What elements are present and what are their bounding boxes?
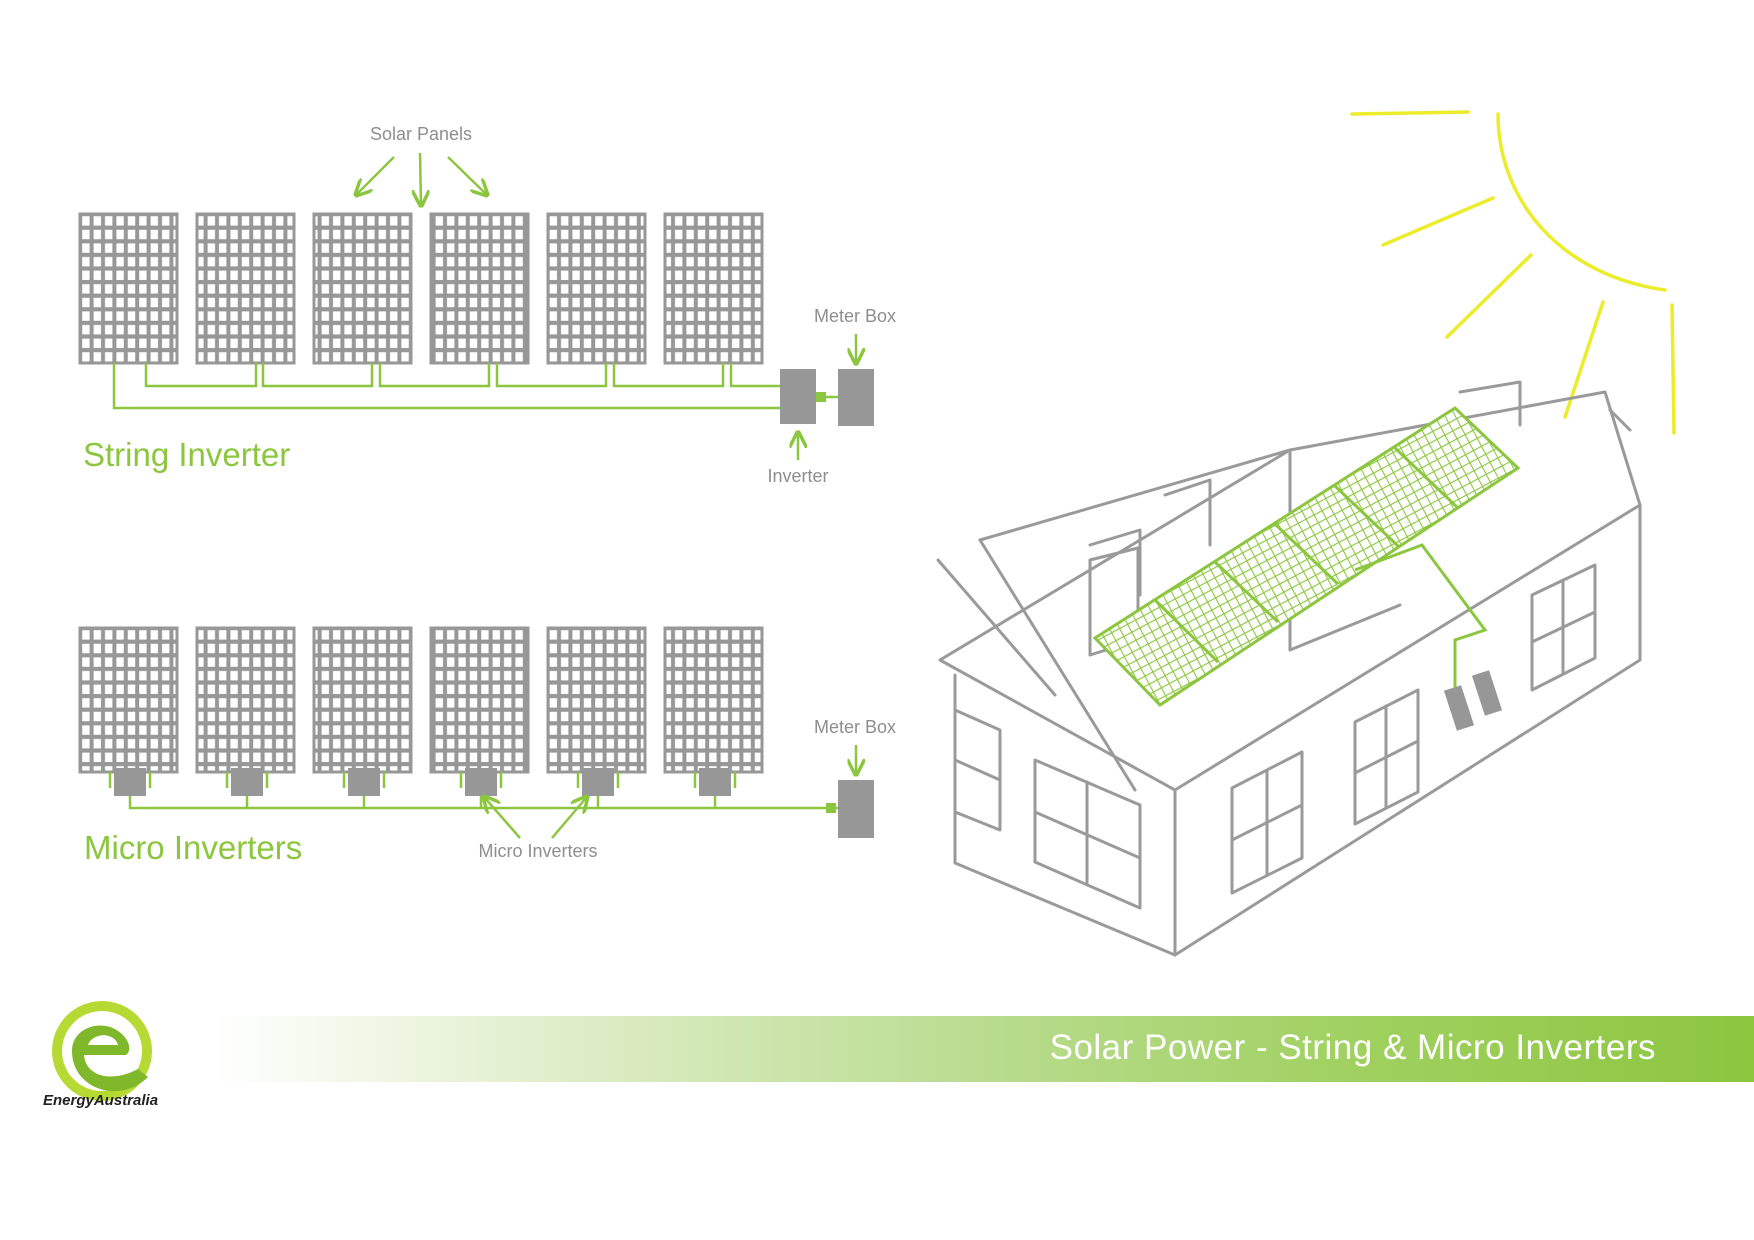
micro-inverters-section: Meter Box Micro Inverters Micro Inverter… — [78, 626, 896, 866]
roof-wiring — [1354, 543, 1488, 690]
meter-box-connector — [826, 803, 836, 813]
house-outline — [938, 390, 1642, 792]
solar-panel — [663, 212, 764, 365]
house-side-wall — [1173, 503, 1642, 957]
micro-inverter — [231, 768, 263, 796]
solar-panel — [429, 212, 530, 365]
inverter-box — [780, 369, 816, 424]
solar-panel — [78, 626, 179, 774]
roof-panel-dividers — [1153, 446, 1460, 664]
solar-panel — [546, 626, 647, 774]
window — [953, 708, 1002, 832]
roof-back-line — [1458, 380, 1522, 427]
micro-inverter-units — [114, 768, 731, 796]
house-front-wall — [953, 673, 1177, 957]
solar-panel — [312, 212, 413, 365]
solar-panels-arrow-left — [357, 156, 395, 194]
micro-inverters-arrow-right — [551, 798, 586, 839]
roof-fold — [1608, 408, 1632, 432]
meter-box — [838, 780, 874, 838]
dormer — [1163, 478, 1212, 547]
solar-panel — [546, 212, 647, 365]
micro-inverter — [582, 768, 614, 796]
micro-inverters-title: Micro Inverters — [84, 829, 302, 866]
sun-arc — [1496, 112, 1667, 292]
inverter-connector — [816, 392, 826, 402]
sun-ray — [1381, 196, 1495, 247]
roof-ridge — [978, 448, 1292, 542]
sun-ray — [1670, 303, 1676, 435]
window — [1033, 758, 1142, 910]
solar-panels-arrow-center — [420, 152, 421, 204]
micro-wiring — [108, 772, 838, 810]
meter-box-label: Meter Box — [814, 306, 896, 326]
micro-inverter — [699, 768, 731, 796]
solar-panel — [312, 626, 413, 774]
roof-panels — [1092, 406, 1521, 707]
micro-inverters-label: Micro Inverters — [478, 841, 597, 861]
energyaustralia-logo — [52, 1001, 152, 1101]
micro-inverters-arrow-left — [485, 798, 521, 839]
window — [1353, 688, 1420, 826]
solar-panels-label: Solar Panels — [370, 124, 472, 144]
roof-solar-array — [1092, 406, 1521, 731]
micro-inverter — [465, 768, 497, 796]
chimney-a — [1088, 528, 1142, 597]
solar-panel — [195, 626, 296, 774]
solar-panel — [429, 626, 530, 774]
micro-panel-row — [78, 626, 764, 774]
solar-panel — [78, 212, 179, 365]
solar-panel — [195, 212, 296, 365]
sun-ray — [1445, 253, 1533, 339]
micro-inverter — [114, 768, 146, 796]
house-meter-box — [1471, 670, 1503, 716]
inverter-label: Inverter — [767, 466, 828, 486]
string-inverter-section: Solar Panels Meter Box Inverter — [78, 124, 896, 486]
meter-box-label: Meter Box — [814, 717, 896, 737]
banner-title: Solar Power - String & Micro Inverters — [1049, 1028, 1656, 1067]
energyaustralia-wordmark: EnergyAustralia — [43, 1092, 159, 1109]
sun-illustration — [1350, 110, 1676, 435]
micro-inverter — [348, 768, 380, 796]
sun-ray — [1350, 110, 1470, 116]
meter-box — [838, 369, 874, 426]
roof-left-edge — [936, 558, 1057, 697]
footer-banner: Solar Power - String & Micro Inverters — [210, 1016, 1754, 1082]
string-wiring — [112, 363, 780, 410]
house-inverter — [1443, 685, 1475, 731]
solar-panel — [663, 626, 764, 774]
string-inverter-title: String Inverter — [83, 436, 290, 473]
window — [1230, 750, 1304, 895]
roof-diagonal — [978, 538, 1137, 792]
solar-panels-arrow-right — [447, 156, 486, 194]
string-panel-row — [78, 212, 764, 365]
house-illustration — [936, 380, 1642, 957]
window — [1530, 563, 1597, 692]
